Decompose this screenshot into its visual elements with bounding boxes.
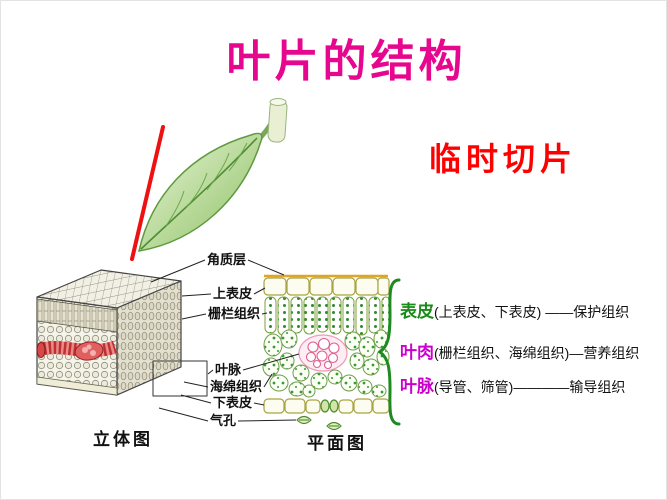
spongy-cells xyxy=(262,329,390,398)
label-cuticle: 角质层 xyxy=(207,252,247,267)
vein-3d xyxy=(36,340,118,361)
vein-bundle xyxy=(298,334,356,372)
annotation-term: 叶脉 xyxy=(400,377,434,396)
label-stomata: 气孔 xyxy=(210,413,237,428)
connector-lines xyxy=(150,259,300,422)
annotation-mesophyll: 叶肉(栅栏组织、海绵组织)—营养组织 xyxy=(400,338,639,363)
stomata-detail xyxy=(296,415,342,431)
mesophyll-brace-icon xyxy=(377,277,401,432)
annotation-detail: (导管、筛管)————输导组织 xyxy=(434,379,626,395)
annotation-term: 叶肉 xyxy=(400,343,434,362)
caption-stereogram: 立体图 xyxy=(93,430,153,449)
caption-plan-view: 平面图 xyxy=(307,434,367,453)
lower-epidermis-cells xyxy=(263,398,390,414)
plane-diagram xyxy=(262,274,391,431)
annotation-term: 表皮 xyxy=(400,302,434,321)
cut-line-icon xyxy=(130,125,165,261)
label-spongy-tissue: 海绵组织 xyxy=(210,379,263,394)
palisade-cells xyxy=(264,296,391,336)
page-title: 叶片的结构 xyxy=(226,37,467,86)
label-lower-epidermis: 下表皮 xyxy=(213,395,253,410)
stereo-diagram xyxy=(36,269,208,397)
annotation-vein: 叶脉(导管、筛管)————输导组织 xyxy=(400,372,625,397)
annotation-detail: (栅栏组织、海绵组织)—营养组织 xyxy=(434,345,640,361)
label-leaf-vein: 叶脉 xyxy=(215,362,242,377)
label-palisade-tissue: 栅栏组织 xyxy=(208,306,261,321)
vein-highlight-box xyxy=(152,360,208,397)
leaf-figure xyxy=(130,98,288,261)
subtitle-temporary-section: 临时切片 xyxy=(429,141,578,177)
guard-cells xyxy=(320,399,339,413)
annotation-detail: (上表皮、下表皮) ——保护组织 xyxy=(434,304,630,320)
upper-epidermis-cells xyxy=(263,277,390,296)
label-upper-epidermis: 上表皮 xyxy=(213,286,253,301)
annotation-epidermis: 表皮(上表皮、下表皮) ——保护组织 xyxy=(400,297,629,322)
